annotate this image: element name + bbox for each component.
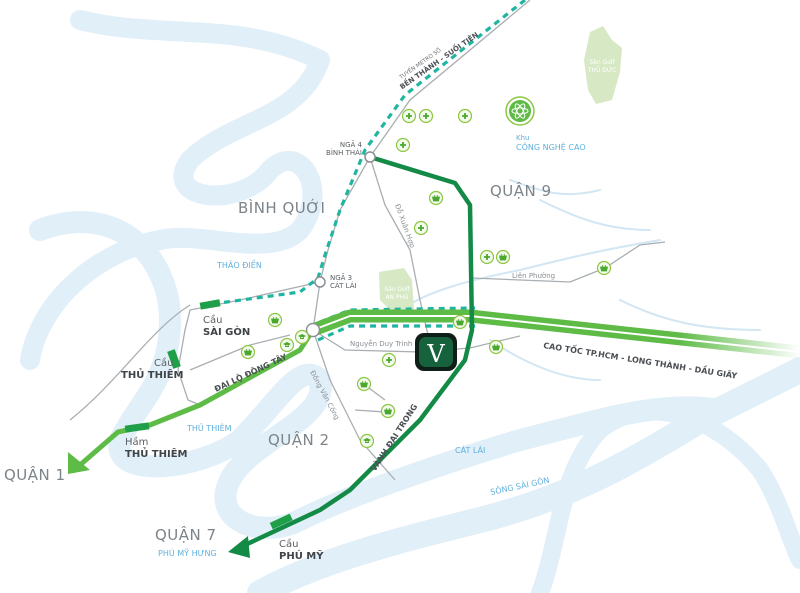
node-nga3-cat-lai[interactable] bbox=[314, 276, 326, 288]
hospital-icon[interactable] bbox=[457, 108, 473, 124]
hitech-park-icon[interactable] bbox=[505, 96, 535, 126]
tunnel-thu-thiem-label-1: Hầm bbox=[125, 436, 148, 448]
school-icon[interactable] bbox=[359, 433, 375, 449]
school-icon[interactable] bbox=[294, 329, 310, 345]
road-label-nguyen-duy-trinh: Nguyễn Duy Trinh bbox=[350, 339, 412, 348]
tunnel-thu-thiem-marker bbox=[124, 422, 150, 433]
golf-an-phu-label-1: Sân Golf bbox=[384, 286, 410, 293]
area-thao-dien: THẢO ĐIỀN bbox=[216, 258, 262, 270]
poi-icons bbox=[240, 108, 612, 449]
metro-label-2: BẾN THÀNH - SUỐI TIÊN bbox=[397, 29, 480, 91]
expressway-center bbox=[312, 315, 800, 353]
bridges bbox=[124, 299, 293, 530]
school-icon[interactable] bbox=[279, 337, 295, 353]
nga4-label-1: NGÃ 4 bbox=[340, 140, 363, 149]
tunnel-thu-thiem-label-2: THỦ THIÊM bbox=[125, 446, 188, 460]
bridge-thu-thiem-marker bbox=[167, 349, 181, 369]
district-quan7: QUẬN 7 bbox=[155, 525, 217, 544]
dai-lo-dong-tay bbox=[78, 328, 316, 467]
district-quan2: QUẬN 2 bbox=[268, 430, 330, 449]
road-label-lien-phuong: Liên Phường bbox=[512, 272, 555, 280]
market-icon[interactable] bbox=[380, 403, 396, 419]
golf-thu-duc-label-2: THỦ ĐỨC bbox=[587, 66, 616, 74]
market-icon[interactable] bbox=[356, 376, 372, 392]
hospital-icon[interactable] bbox=[479, 249, 495, 265]
road-mai-chi-tho-branch bbox=[189, 334, 291, 371]
area-phu-my-hung: PHÚ MỸ HƯNG bbox=[158, 547, 217, 558]
arrow-quan7 bbox=[228, 536, 250, 558]
golf-an-phu-label-2: AN PHÚ bbox=[385, 294, 408, 301]
bridge-phu-my-label-1: Cầu bbox=[279, 538, 298, 550]
hospital-icon[interactable] bbox=[418, 108, 434, 124]
district-quan9: QUẬN 9 bbox=[490, 181, 552, 200]
bridge-thu-thiem-label-2: THỦ THIÊM bbox=[121, 367, 184, 381]
hitech-label-2: CÔNG NGHỆ CAO bbox=[516, 141, 586, 153]
area-cat-lai: CÁT LÁI bbox=[455, 444, 485, 455]
golf-thu-duc-label-1: Sân Golf bbox=[589, 59, 615, 66]
metro-line bbox=[204, 0, 526, 342]
golf-course-thu-duc bbox=[584, 26, 622, 104]
saigon-river bbox=[20, 10, 330, 370]
metro-highway-north bbox=[319, 306, 476, 324]
district-quan1: QUẬN 1 bbox=[4, 465, 66, 484]
bridge-thu-thiem-label-1: Cầu bbox=[154, 357, 173, 369]
river-branch-cat-lai bbox=[531, 402, 800, 593]
expressway bbox=[68, 309, 800, 474]
area-thu-thiem: THỦ THIÊM bbox=[186, 422, 232, 433]
vanh-dai-trong bbox=[244, 154, 475, 548]
market-icon[interactable] bbox=[452, 314, 468, 330]
market-icon[interactable] bbox=[428, 190, 444, 206]
market-icon[interactable] bbox=[488, 339, 504, 355]
hospital-icon[interactable] bbox=[381, 352, 397, 368]
node-interchange[interactable] bbox=[305, 322, 321, 338]
hospital-icon[interactable] bbox=[401, 108, 417, 124]
road-thu-thiem-bridge bbox=[69, 304, 191, 421]
hospital-icon[interactable] bbox=[395, 137, 411, 153]
metro-route bbox=[204, 0, 526, 307]
arrow-quan1 bbox=[68, 452, 90, 474]
market-icon[interactable] bbox=[240, 344, 256, 360]
market-icon[interactable] bbox=[267, 312, 283, 328]
bridge-sai-gon-label-2: SÀI GÒN bbox=[203, 325, 250, 338]
canal-1 bbox=[399, 179, 761, 381]
project-logo-v[interactable]: V bbox=[415, 333, 457, 371]
ring-road bbox=[228, 154, 475, 558]
nga3-label-2: CÁT LÁI bbox=[330, 281, 357, 290]
golf-course-an-phu bbox=[379, 268, 414, 312]
saigon-river-south bbox=[29, 211, 731, 539]
market-icon[interactable] bbox=[495, 249, 511, 265]
node-nga4-binh-thai[interactable] bbox=[364, 151, 376, 163]
rivers bbox=[20, 10, 800, 593]
district-binh-quoi: BÌNH QUỚI bbox=[238, 198, 325, 217]
bridge-sai-gon-marker bbox=[199, 299, 221, 310]
metro-highway-south bbox=[317, 324, 475, 342]
nga4-label-2: BÌNH THÁI bbox=[326, 148, 362, 157]
hitech-label-1: Khu bbox=[516, 134, 529, 142]
nga3-label-1: NGÃ 3 bbox=[330, 273, 352, 282]
bridge-phu-my-label-2: PHÚ MỸ bbox=[279, 549, 324, 562]
market-icon[interactable] bbox=[596, 260, 612, 276]
hospital-icon[interactable] bbox=[413, 220, 429, 236]
project-logo-letter: V bbox=[426, 340, 445, 368]
bridge-phu-my-marker bbox=[269, 513, 293, 530]
bridge-sai-gon-label-1: Cầu bbox=[203, 314, 222, 326]
